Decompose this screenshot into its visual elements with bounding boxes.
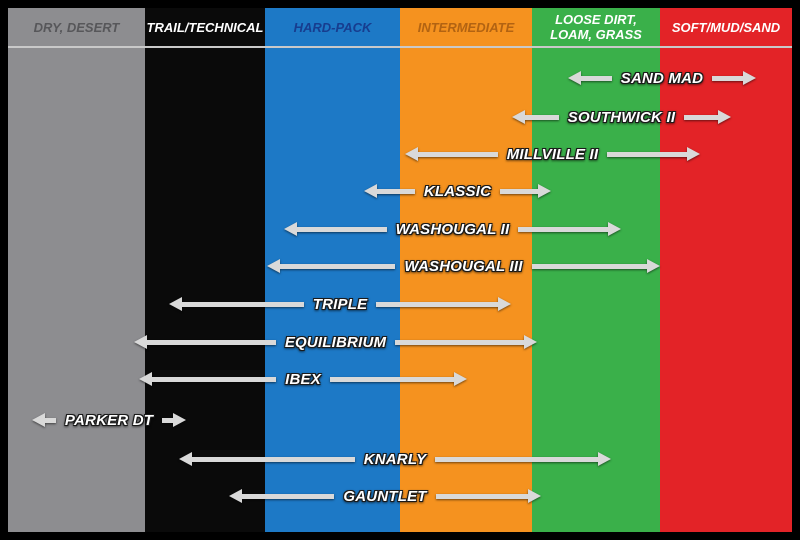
column-header-trail-technical: TRAIL/TECHNICAL — [146, 19, 264, 35]
tire-label: IBEX — [285, 370, 321, 388]
column-loose-dirt-loam-grass: LOOSE DIRT, LOAM, GRASS — [532, 8, 660, 532]
arrowhead-left-icon — [512, 110, 525, 124]
tire-range-washougal-ii: WASHOUGAL II — [284, 218, 622, 240]
arrowhead-right-icon — [598, 452, 611, 466]
arrowhead-right-icon — [173, 413, 187, 427]
arrowhead-left-icon — [229, 489, 242, 503]
tire-label: WASHOUGAL II — [395, 220, 510, 238]
arrow-line — [435, 493, 529, 499]
arrowhead-right-icon — [718, 110, 731, 124]
arrow-line — [684, 114, 718, 120]
arrow-line — [147, 339, 276, 345]
column-trail-technical: TRAIL/TECHNICAL — [145, 8, 265, 532]
column-header-intermediate: INTERMEDIATE — [417, 19, 515, 35]
tire-range-parker-dt: PARKER DT — [32, 409, 187, 431]
arrow-line — [152, 376, 277, 382]
tire-label: KLASSIC — [423, 182, 492, 200]
arrowhead-right-icon — [528, 489, 542, 503]
arrowhead-left-icon — [568, 71, 581, 85]
tire-range-knarly: KNARLY — [179, 448, 611, 470]
column-hard-pack: HARD-PACK — [265, 8, 400, 532]
tire-range-sand-mad: SAND MAD — [568, 67, 756, 89]
arrow-line — [525, 114, 559, 120]
arrowhead-left-icon — [284, 222, 297, 236]
arrow-line — [376, 301, 499, 307]
arrow-line — [581, 75, 612, 81]
terrain-columns: DRY, DESERT TRAIL/TECHNICAL HARD-PACK INTER… — [8, 8, 792, 532]
arrowhead-left-icon — [179, 452, 192, 466]
tire-label: EQUILIBRIUM — [284, 333, 387, 351]
arrowhead-right-icon — [524, 335, 537, 349]
tire-range-southwick-ii: SOUTHWICK II — [512, 106, 731, 128]
tire-label: GAUNTLET — [343, 487, 427, 505]
arrowhead-left-icon — [405, 147, 418, 161]
arrowhead-right-icon — [743, 71, 756, 85]
column-soft-mud-sand: SOFT/MUD/SAND — [660, 8, 792, 532]
tire-range-triple: TRIPLE — [169, 293, 512, 315]
arrowhead-right-icon — [498, 297, 512, 311]
tire-range-washougal-iii: WASHOUGAL III — [267, 255, 661, 277]
arrow-line — [531, 263, 648, 269]
arrow-line — [435, 456, 598, 462]
arrow-line — [45, 417, 56, 423]
tire-range-equilibrium: EQUILIBRIUM — [134, 331, 537, 353]
tire-label: WASHOUGAL III — [404, 257, 523, 275]
arrowhead-left-icon — [364, 184, 377, 198]
arrowhead-right-icon — [454, 372, 467, 386]
arrow-line — [518, 226, 609, 232]
header-separator-line — [8, 46, 792, 48]
tire-label: MILLVILLE II — [506, 145, 599, 163]
arrowhead-right-icon — [647, 259, 661, 273]
arrow-line — [712, 75, 743, 81]
arrow-line — [395, 339, 524, 345]
column-intermediate: INTERMEDIATE — [400, 8, 532, 532]
arrowhead-left-icon — [134, 335, 147, 349]
column-header-dry-desert: DRY, DESERT — [33, 19, 120, 35]
arrow-line — [418, 151, 498, 157]
arrowhead-left-icon — [139, 372, 152, 386]
arrow-line — [329, 376, 454, 382]
column-dry-desert: DRY, DESERT — [8, 8, 145, 532]
arrow-line — [297, 226, 387, 232]
arrowhead-right-icon — [538, 184, 551, 198]
tire-label: SAND MAD — [620, 69, 704, 87]
column-header-soft-mud-sand: SOFT/MUD/SAND — [671, 19, 781, 35]
arrow-line — [242, 493, 335, 499]
arrowhead-left-icon — [169, 297, 182, 311]
arrow-line — [607, 151, 688, 157]
tire-label: SOUTHWICK II — [567, 108, 676, 126]
arrow-line — [182, 301, 304, 307]
arrow-line — [500, 188, 538, 194]
arrowhead-right-icon — [687, 147, 701, 161]
arrow-line — [280, 263, 396, 269]
tire-range-gauntlet: GAUNTLET — [229, 485, 542, 507]
tire-range-millville-ii: MILLVILLE II — [405, 143, 701, 165]
arrow-line — [377, 188, 415, 194]
arrowhead-left-icon — [32, 413, 45, 427]
tire-range-ibex: IBEX — [139, 368, 467, 390]
column-header-loose-dirt-loam-grass: LOOSE DIRT, LOAM, GRASS — [550, 12, 642, 42]
arrowhead-right-icon — [608, 222, 622, 236]
tire-label: KNARLY — [363, 450, 427, 468]
arrow-line — [162, 417, 174, 423]
arrow-line — [192, 456, 355, 462]
tire-label: TRIPLE — [312, 295, 368, 313]
column-header-hard-pack: HARD-PACK — [293, 19, 372, 35]
tire-range-klassic: KLASSIC — [364, 180, 551, 202]
arrowhead-left-icon — [267, 259, 280, 273]
tire-label: PARKER DT — [64, 411, 154, 429]
